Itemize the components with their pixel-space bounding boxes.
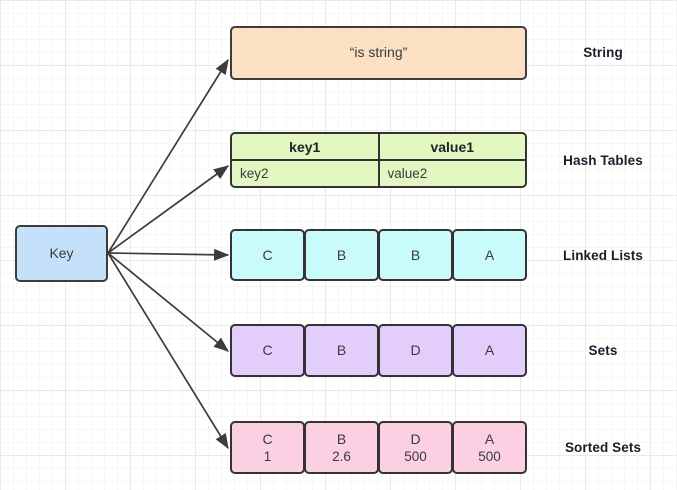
cell-value: A bbox=[484, 342, 495, 359]
cell-value: B bbox=[336, 430, 347, 447]
linked-list-cell[interactable]: B bbox=[304, 229, 379, 281]
arrow-to-hash bbox=[107, 165, 230, 254]
arrow-to-sets bbox=[107, 252, 230, 352]
sorted-sets-node[interactable]: C 1 B 2.6 D 500 A 500 bbox=[230, 421, 527, 474]
string-value-text: “is string” bbox=[349, 44, 408, 61]
hash-key-cell[interactable]: key2 bbox=[230, 159, 380, 188]
category-label-sorted-sets: Sorted Sets bbox=[564, 440, 642, 455]
hash-table-node[interactable]: key1 value1 key2 value2 bbox=[230, 132, 527, 188]
cell-score: 1 bbox=[263, 448, 272, 464]
linked-list-cell[interactable]: B bbox=[378, 229, 453, 281]
cell-value: B bbox=[410, 246, 421, 263]
arrow-to-linked bbox=[107, 248, 230, 261]
arrow-to-string bbox=[107, 58, 229, 254]
cell-value: B bbox=[336, 246, 347, 263]
hash-key-header[interactable]: key1 bbox=[230, 132, 380, 161]
cell-score: 500 bbox=[478, 448, 501, 464]
cell-value: A bbox=[484, 430, 495, 447]
cell-value: C bbox=[262, 342, 273, 359]
category-label-sets: Sets bbox=[588, 343, 618, 358]
set-cell[interactable]: A bbox=[452, 324, 527, 377]
hash-value-header[interactable]: value1 bbox=[377, 132, 527, 161]
set-cell[interactable]: C bbox=[230, 324, 305, 377]
linked-list-cell[interactable]: A bbox=[452, 229, 527, 281]
cell-value: D bbox=[410, 342, 421, 359]
cell-value: C bbox=[262, 430, 273, 447]
set-cell[interactable]: D bbox=[378, 324, 453, 377]
sorted-set-cell[interactable]: A 500 bbox=[452, 421, 527, 474]
sorted-set-cell[interactable]: B 2.6 bbox=[304, 421, 379, 474]
cell-score: 2.6 bbox=[332, 448, 351, 464]
cell-value: D bbox=[410, 430, 421, 447]
hash-value-cell[interactable]: value2 bbox=[377, 159, 527, 188]
sorted-set-cell[interactable]: C 1 bbox=[230, 421, 305, 474]
set-cell[interactable]: B bbox=[304, 324, 379, 377]
category-label-linked-lists: Linked Lists bbox=[563, 248, 643, 263]
cell-score: 500 bbox=[404, 448, 427, 464]
sets-node[interactable]: C B D A bbox=[230, 324, 527, 377]
hash-table-row: key2 value2 bbox=[230, 159, 527, 188]
linked-list-cell[interactable]: C bbox=[230, 229, 305, 281]
cell-value: B bbox=[336, 342, 347, 359]
hash-table-header-row: key1 value1 bbox=[230, 132, 527, 161]
cell-value: A bbox=[484, 246, 495, 263]
sorted-set-cell[interactable]: D 500 bbox=[378, 421, 453, 474]
arrow-to-sortedsets bbox=[107, 252, 229, 450]
cell-value: C bbox=[262, 246, 273, 263]
linked-list-node[interactable]: C B B A bbox=[230, 229, 527, 281]
key-node-label: Key bbox=[49, 244, 74, 261]
category-label-hash-tables: Hash Tables bbox=[563, 153, 643, 168]
key-node[interactable]: Key bbox=[15, 225, 108, 282]
category-label-string: String bbox=[583, 45, 623, 60]
string-value-node[interactable]: “is string” bbox=[230, 26, 527, 80]
